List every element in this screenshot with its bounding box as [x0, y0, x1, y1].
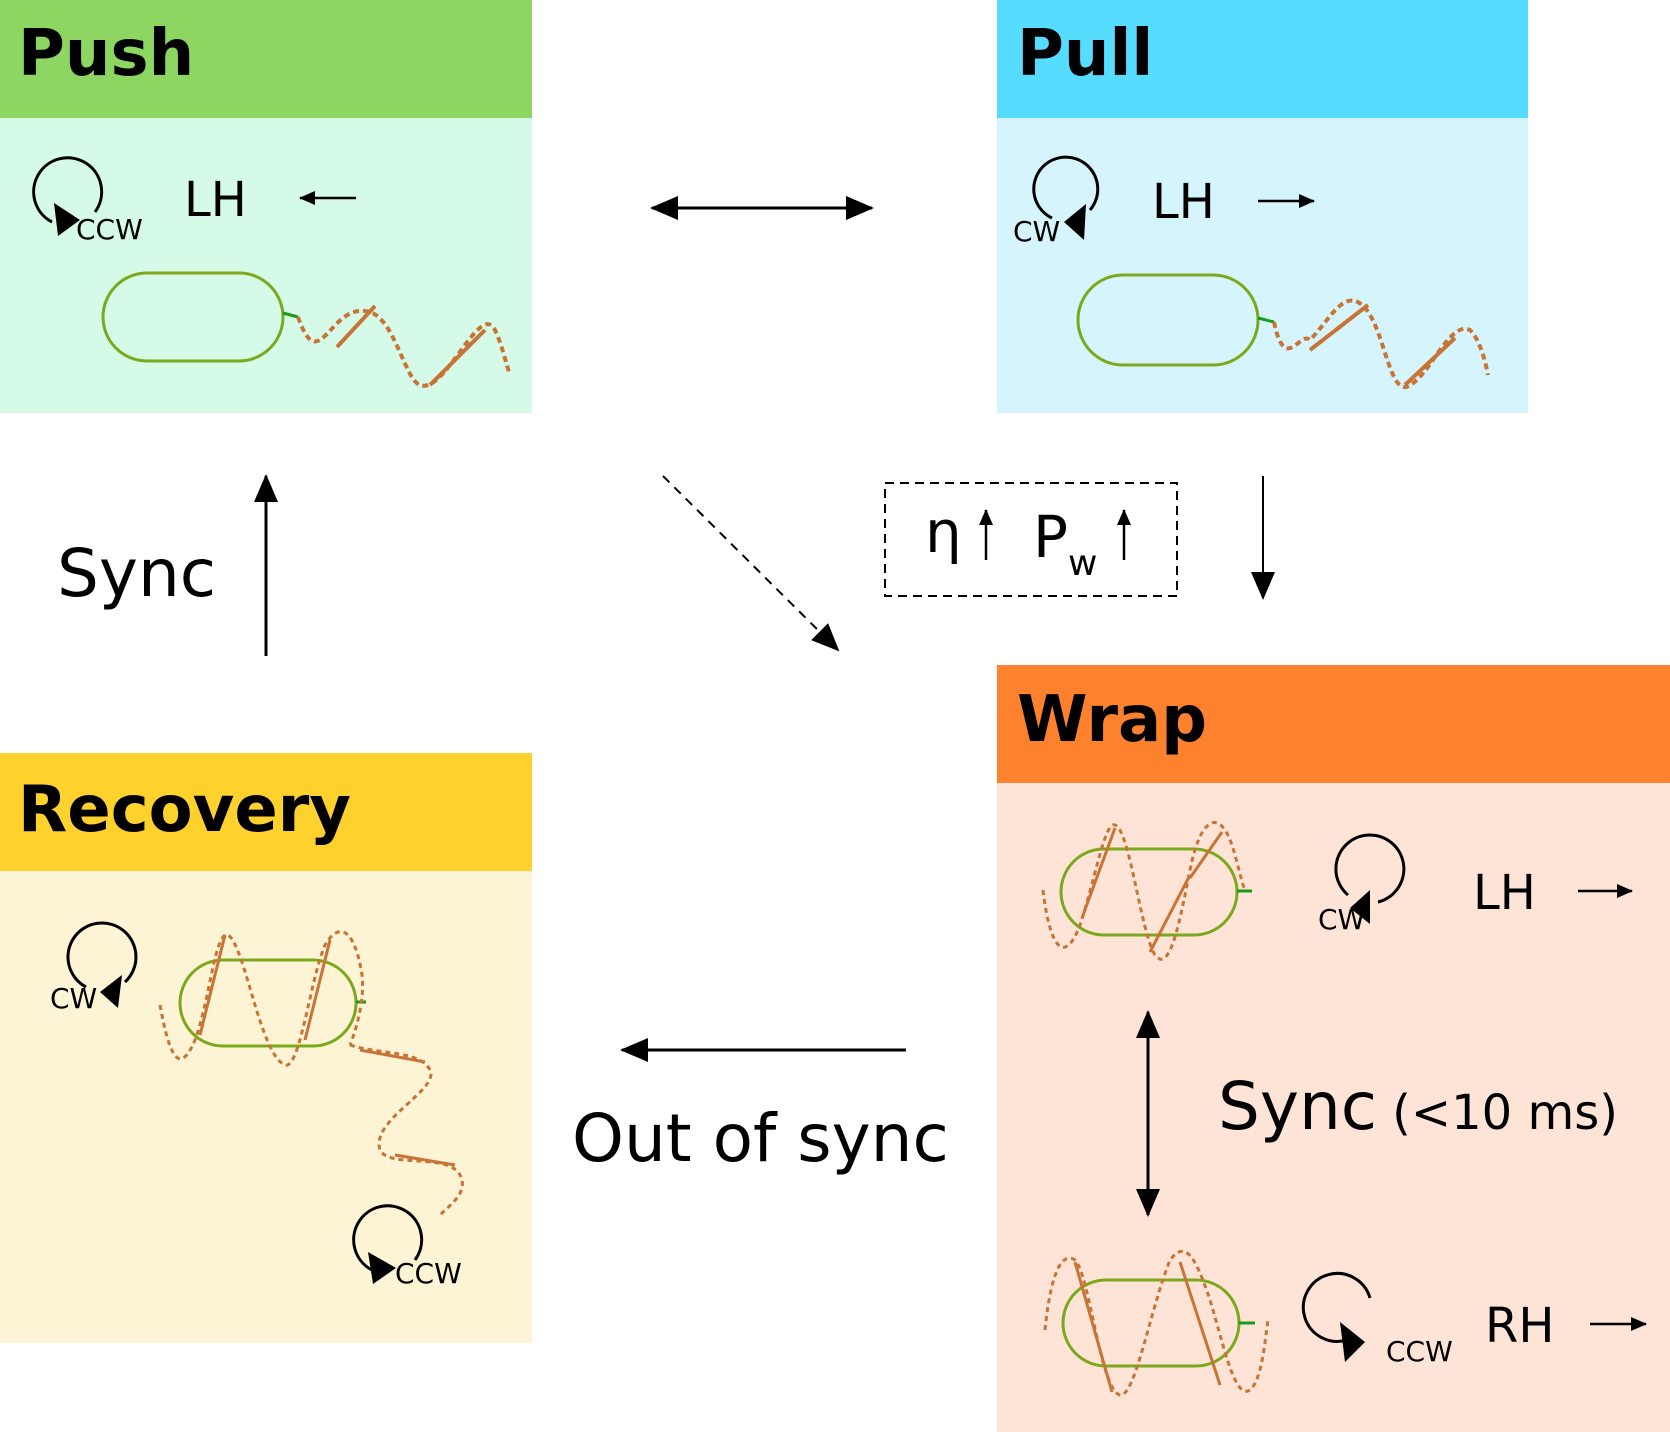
push-flagellum	[296, 308, 512, 388]
pull-header	[997, 0, 1528, 118]
wrap-header	[997, 665, 1670, 783]
push-title: Push	[18, 17, 195, 91]
wrap-bottom-handedness-label: RH	[1485, 1298, 1555, 1354]
recovery-header	[0, 753, 532, 871]
wrap-sync-label: Sync (<10 ms)	[1218, 1074, 1618, 1140]
pull-hook	[1257, 316, 1275, 324]
recovery-rotation-label-top: CW	[50, 982, 98, 1015]
wrap-top-rotation-label: CW	[1318, 903, 1366, 936]
push-rotation-icon	[32, 156, 104, 236]
push-rotation-label: CCW	[76, 213, 143, 246]
wrap-panel	[997, 665, 1670, 1432]
wrap-sync-time: (<10 ms)	[1392, 1085, 1618, 1141]
pull-handedness-label: LH	[1152, 174, 1215, 230]
out-of-sync-label: Out of sync	[572, 1100, 949, 1177]
wrap-bottom-rotation-label: CCW	[1386, 1335, 1453, 1368]
power-label: Pw	[1033, 508, 1097, 582]
wrap-sync-text: Sync	[1218, 1068, 1378, 1145]
pull-rotation-label: CW	[1013, 215, 1061, 248]
recovery-cell-body	[178, 958, 358, 1048]
pull-cell-body	[1076, 273, 1260, 367]
wrap-bottom-rotation-icon	[1301, 1271, 1372, 1362]
wrap-top-cell-body	[1059, 847, 1239, 937]
wrap-bottom-flagellum	[1043, 1249, 1270, 1397]
eta-label: η	[925, 498, 962, 566]
pull-flagellum	[1272, 298, 1490, 390]
recovery-title: Recovery	[18, 773, 351, 847]
wrap-top-flagellum	[1041, 821, 1247, 961]
push-cell-body	[101, 271, 285, 363]
push-wrap-dashed-arrow	[662, 475, 840, 652]
wrap-title: Wrap	[1017, 683, 1208, 757]
recovery-rotation-label-bottom: CCW	[395, 1257, 462, 1290]
push-header	[0, 0, 532, 118]
push-panel	[0, 0, 532, 413]
push-hook	[282, 311, 299, 319]
pull-title: Pull	[1017, 17, 1154, 91]
push-handedness-label: LH	[184, 172, 247, 228]
recovery-rotation-icon-bottom	[352, 1204, 424, 1284]
power-p: P	[1033, 503, 1068, 571]
condition-box	[884, 482, 1178, 597]
power-subscript: w	[1067, 543, 1098, 584]
wrap-top-rotation-icon	[1334, 833, 1406, 924]
wrap-top-handedness-label: LH	[1473, 865, 1536, 921]
recovery-flagellum-tail	[349, 1043, 464, 1217]
recovery-flagellum-wrapped	[158, 930, 365, 1067]
recovery-panel	[0, 753, 532, 1343]
recovery-rotation-icon-top	[66, 921, 138, 1008]
sync-left-label: Sync	[57, 535, 217, 612]
pull-rotation-icon	[1032, 155, 1100, 240]
